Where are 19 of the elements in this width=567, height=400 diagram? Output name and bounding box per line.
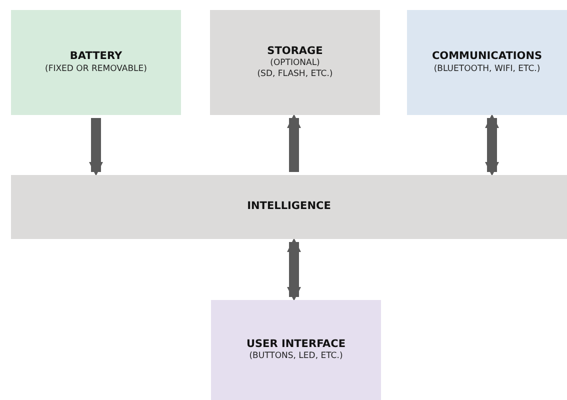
block-title: INTELLIGENCE [247,200,331,214]
block-box [407,10,567,115]
block-subtitle: (OPTIONAL) [270,58,320,70]
block-subtitle: (SD, FLASH, ETC.) [257,69,333,80]
block-title: COMMUNICATIONS [432,50,542,64]
block-box [11,175,567,239]
arrow [89,118,103,176]
block-subtitle: (FIXED OR REMOVABLE) [45,64,147,75]
arrow [287,238,301,301]
block-title: STORAGE [267,44,323,58]
arrow [485,114,499,176]
block-subtitle: (BLUETOOTH, WIFI, ETC.) [434,64,540,75]
block-subtitle: (BUTTONS, LED, ETC.) [249,351,343,362]
block-title: BATTERY [70,50,122,64]
arrow [287,114,301,172]
block-title: USER INTERFACE [246,338,346,352]
block-box [11,10,181,115]
block-box [210,10,380,115]
block-box [211,300,381,400]
